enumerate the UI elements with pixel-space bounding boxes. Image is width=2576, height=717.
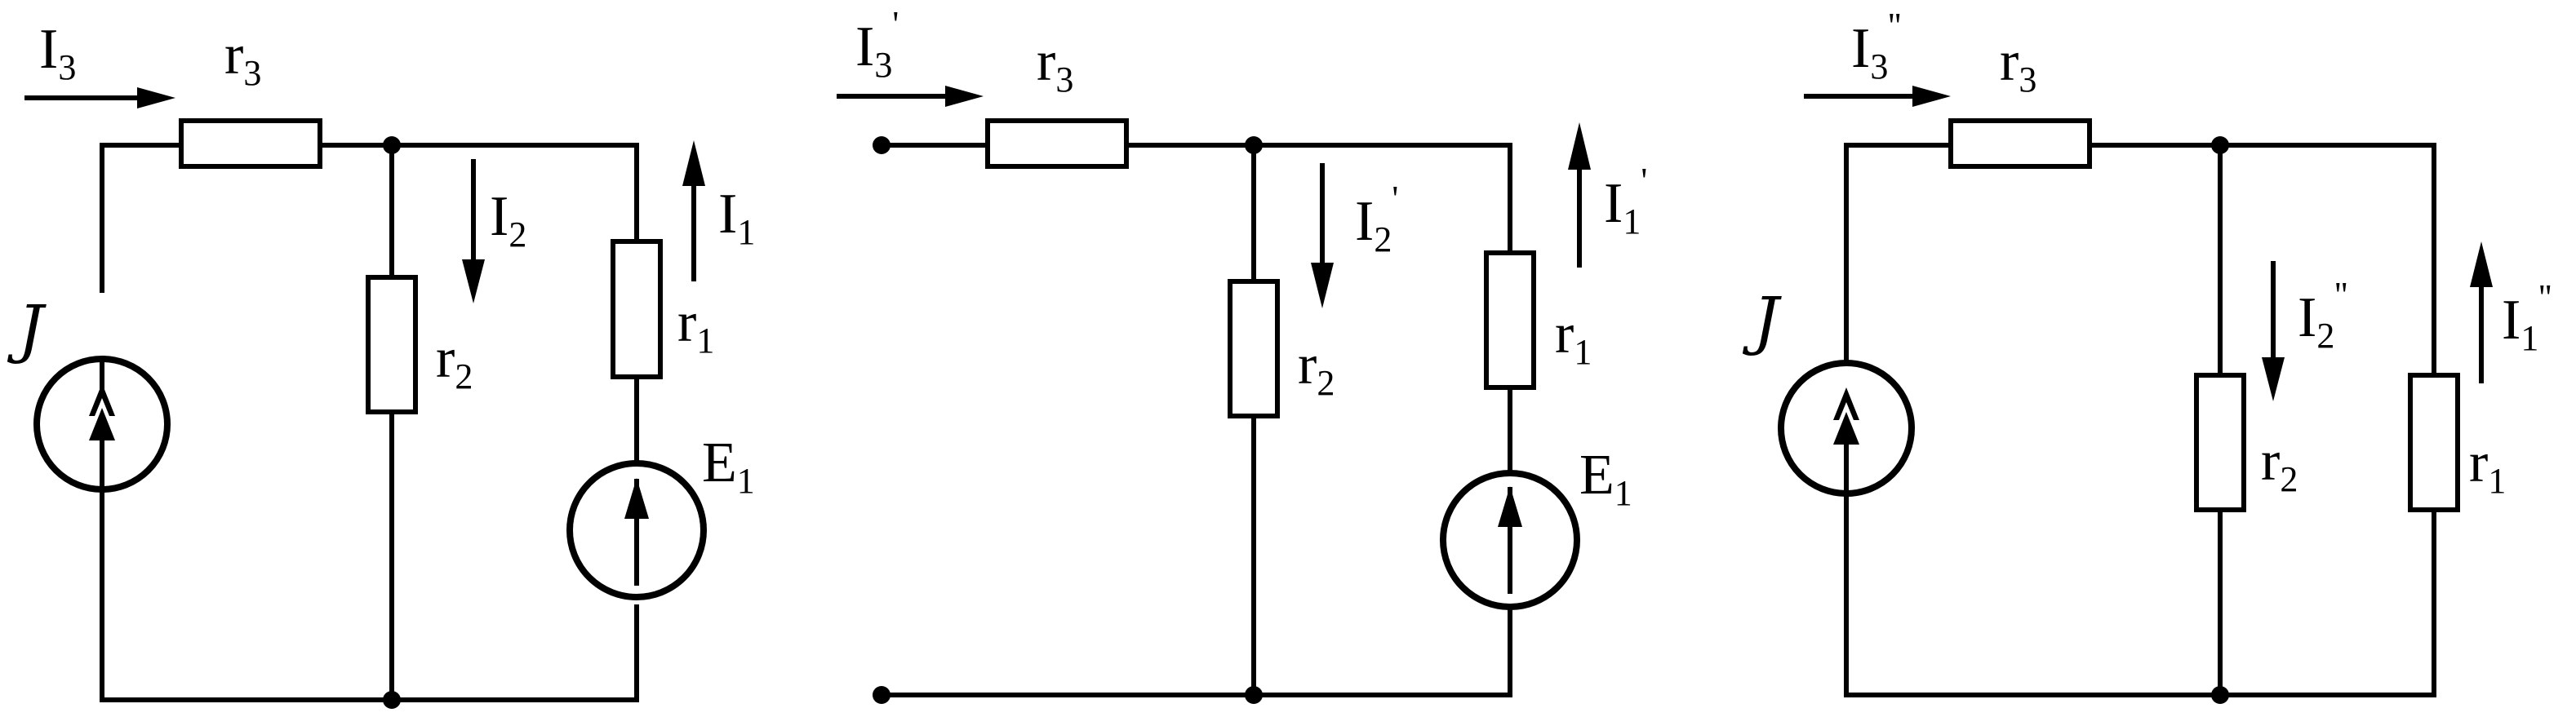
label-current-source: J: [1742, 285, 1782, 358]
label-i2: I2': [1355, 179, 1398, 259]
circuit-partial-current-source: I3'' r3 I2'' r2 I1'' r1 J: [1742, 6, 2552, 704]
junction-dot: [1245, 686, 1263, 704]
current-source-icon: [1778, 360, 1915, 497]
label-i1: I1': [1604, 161, 1647, 241]
current-arrow-i1: [1568, 122, 1591, 268]
wire-bottom: [879, 605, 1512, 697]
label-i2: I2: [490, 185, 526, 254]
current-arrow-i2: [2262, 261, 2285, 401]
label-r2: r2: [1298, 334, 1335, 403]
resistor-r1: [1484, 250, 1536, 390]
label-e1: E1: [702, 432, 755, 501]
emf-source-icon: [1440, 470, 1580, 610]
label-i1: I1: [718, 183, 755, 252]
current-arrow-i1: [682, 140, 705, 281]
label-r3: r3: [1037, 30, 1073, 100]
terminal-dot: [873, 136, 890, 154]
resistor-r2: [2194, 373, 2246, 512]
junction-dot: [1245, 136, 1263, 154]
label-r3: r3: [2000, 30, 2036, 100]
label-r1: r1: [2469, 432, 2506, 501]
current-source-icon: [33, 356, 171, 496]
label-r1: r1: [677, 291, 714, 361]
resistor-r1: [611, 239, 663, 379]
junction-dot: [383, 136, 401, 154]
junction-dot: [2211, 686, 2229, 704]
terminal-dot: [873, 686, 890, 704]
label-i2: I2'': [2298, 275, 2347, 356]
label-i3: I3': [855, 4, 899, 85]
current-arrow-i3: [837, 86, 984, 107]
resistor-r3: [179, 118, 322, 169]
label-current-source: J: [7, 293, 47, 366]
resistor-r2: [1228, 279, 1280, 418]
current-arrow-i3: [1804, 86, 1951, 107]
label-r2: r2: [2261, 430, 2298, 499]
label-r2: r2: [436, 327, 473, 396]
label-r1: r1: [1555, 303, 1592, 372]
label-r3: r3: [224, 24, 261, 93]
wire-top-right: [1124, 143, 1512, 255]
current-arrow-i3: [24, 87, 175, 108]
emf-source-icon: [566, 460, 707, 600]
label-i3: I3'': [1851, 6, 1901, 86]
current-arrow-i2: [1311, 163, 1334, 308]
junction-dot: [2211, 136, 2229, 154]
wire-bottom: [100, 491, 639, 702]
label-i1: I1'': [2502, 277, 2552, 358]
resistor-r3: [1948, 118, 2092, 169]
resistor-r2: [366, 275, 418, 414]
current-arrow-i2: [462, 159, 485, 303]
current-arrow-i1: [2470, 241, 2493, 383]
resistor-r1: [2408, 373, 2460, 512]
wire-top-left: [1844, 143, 1953, 374]
resistor-r3: [985, 118, 1129, 169]
label-e1: E1: [1579, 444, 1632, 513]
label-i3: I3: [39, 18, 76, 87]
wire-top-right: [2087, 143, 2436, 378]
circuit-full: I3 r3 I2 r2 I1 r1 E1 J: [7, 18, 755, 709]
circuit-partial-emf: I3' r3 I2' r2 I1' r1 E1: [837, 4, 1647, 704]
wire-bottom: [1844, 487, 2436, 697]
wire-top-left: [100, 143, 184, 293]
junction-dot: [383, 691, 401, 709]
